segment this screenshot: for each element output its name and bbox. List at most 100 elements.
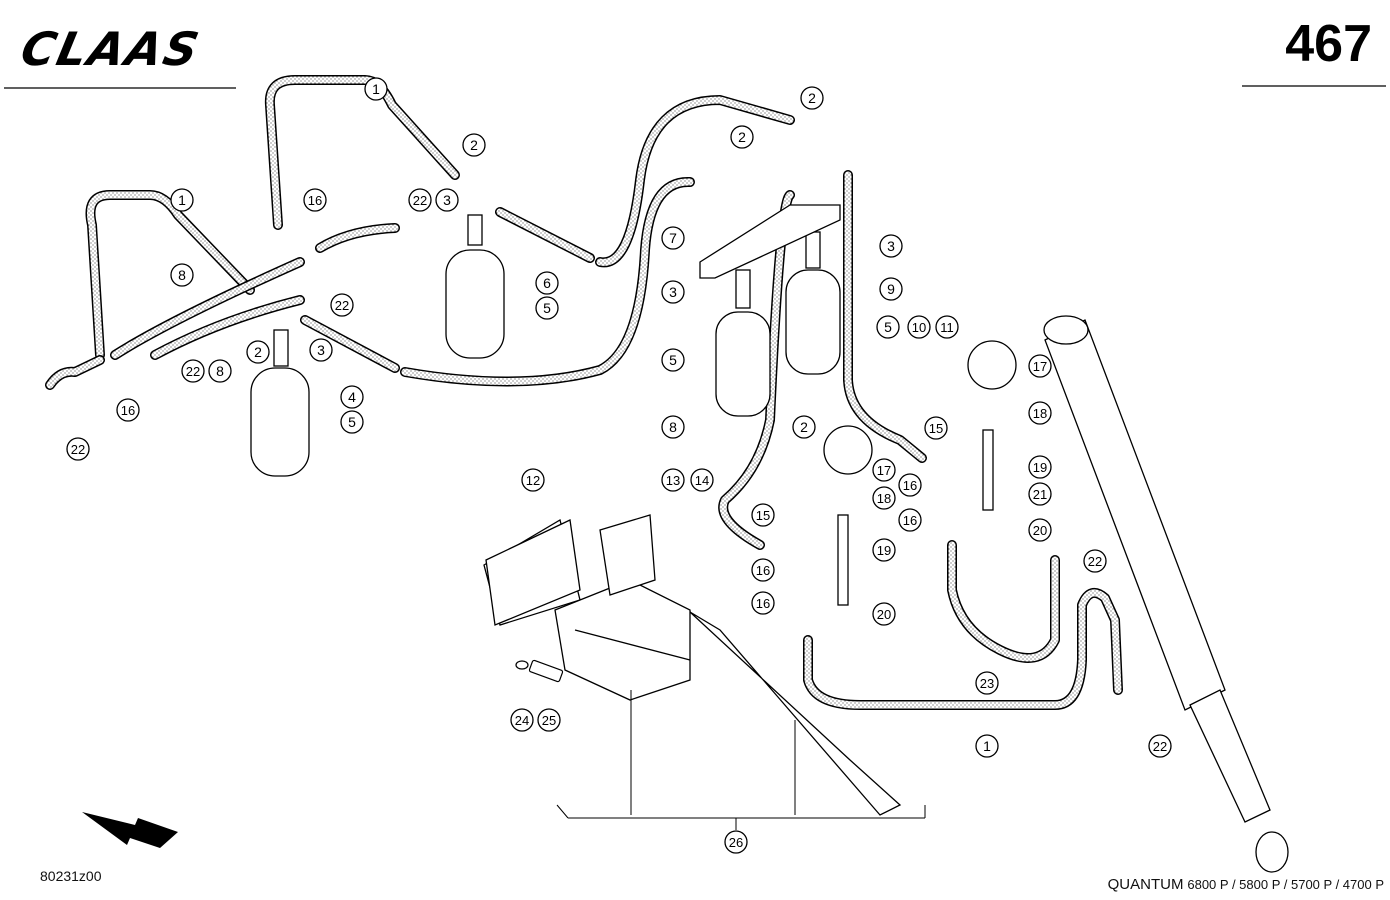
callout-label: 3 — [669, 284, 677, 300]
pressure-gauges — [823, 340, 1017, 475]
callout-16: 16 — [303, 188, 327, 212]
callout-2: 2 — [246, 340, 270, 364]
callout-19: 19 — [1028, 455, 1052, 479]
callout-label: 8 — [178, 267, 186, 283]
callout-circle — [872, 538, 896, 562]
callout-2: 2 — [800, 86, 824, 110]
callout-label: 5 — [348, 414, 356, 430]
callout-20: 20 — [1028, 518, 1052, 542]
callout-circle — [1083, 549, 1107, 573]
callout-label: 16 — [756, 563, 770, 578]
callout-label: 22 — [1088, 554, 1102, 569]
callout-label: 22 — [186, 364, 200, 379]
callout-label: 8 — [669, 419, 677, 435]
callout-label: 6 — [543, 275, 551, 291]
page-number: 467 — [1285, 15, 1372, 73]
callout-circle — [879, 234, 903, 258]
callout-8: 8 — [661, 415, 685, 439]
callout-label: 4 — [348, 389, 356, 405]
callout-label: 15 — [756, 508, 770, 523]
callout-label: 26 — [729, 835, 743, 850]
callout-label: 14 — [695, 473, 709, 488]
callout-circle — [661, 468, 685, 492]
callout-16: 16 — [751, 591, 775, 615]
bracket — [699, 204, 841, 279]
callout-circle — [661, 280, 685, 304]
callout-4: 4 — [340, 385, 364, 409]
callout-circle — [1028, 482, 1052, 506]
callout-20: 20 — [872, 602, 896, 626]
callout-22: 22 — [1083, 549, 1107, 573]
callout-18: 18 — [1028, 401, 1052, 425]
callout-label: 11 — [940, 320, 954, 335]
callout-3: 3 — [879, 234, 903, 258]
callout-circle — [661, 226, 685, 250]
callout-label: 16 — [308, 193, 322, 208]
callout-15: 15 — [924, 416, 948, 440]
callout-2: 2 — [792, 415, 816, 439]
callout-1: 1 — [975, 734, 999, 758]
callout-circle — [408, 188, 432, 212]
callout-circle — [751, 503, 775, 527]
callout-3: 3 — [309, 338, 333, 362]
callout-label: 20 — [1033, 523, 1047, 538]
callout-5: 5 — [340, 410, 364, 434]
hydraulic-cylinder — [1043, 315, 1289, 873]
callout-15: 15 — [751, 503, 775, 527]
callout-12: 12 — [521, 468, 545, 492]
callout-circle — [1028, 455, 1052, 479]
callout-label: 15 — [929, 421, 943, 436]
callout-circle — [535, 271, 559, 295]
model-line: QUANTUM 6800 P / 5800 P / 5700 P / 4700 … — [1108, 876, 1384, 893]
callout-circle — [340, 410, 364, 434]
callout-circle — [537, 708, 561, 732]
callout-label: 2 — [254, 344, 262, 360]
callout-label: 17 — [877, 463, 891, 478]
model-name: QUANTUM — [1107, 876, 1184, 893]
callout-label: 1 — [983, 738, 991, 754]
callout-22: 22 — [408, 188, 432, 212]
callout-5: 5 — [535, 296, 559, 320]
callout-circle — [872, 458, 896, 482]
callout-8: 8 — [170, 263, 194, 287]
callout-circle — [1028, 401, 1052, 425]
callout-label: 5 — [884, 319, 892, 335]
callout-3: 3 — [435, 188, 459, 212]
callout-label: 7 — [669, 230, 677, 246]
callout-21: 21 — [1028, 482, 1052, 506]
callout-5: 5 — [876, 315, 900, 339]
callout-circle — [303, 188, 327, 212]
callout-circle — [751, 591, 775, 615]
callout-circle — [872, 602, 896, 626]
callout-circle — [309, 338, 333, 362]
callout-1: 1 — [364, 77, 388, 101]
callout-label: 25 — [542, 713, 556, 728]
callout-circle — [1148, 734, 1172, 758]
callout-label: 2 — [470, 137, 478, 153]
callout-6: 6 — [535, 271, 559, 295]
model-variant-3: 5700 P — [1290, 877, 1332, 892]
rigid-pipes — [837, 429, 994, 606]
callout-label: 2 — [738, 129, 746, 145]
model-sep-1: / — [1228, 877, 1240, 892]
callout-circle — [510, 708, 534, 732]
callout-label: 2 — [800, 419, 808, 435]
callout-label: 22 — [1153, 739, 1167, 754]
callout-9: 9 — [879, 277, 903, 301]
callout-label: 16 — [903, 513, 917, 528]
callout-16: 16 — [751, 558, 775, 582]
callout-label: 13 — [666, 473, 680, 488]
callout-13: 13 — [661, 468, 685, 492]
callout-11: 11 — [935, 315, 959, 339]
callout-18: 18 — [872, 486, 896, 510]
callout-2: 2 — [462, 133, 486, 157]
drawing-number: 80231z00 — [40, 868, 102, 884]
callout-16: 16 — [116, 398, 140, 422]
callout-label: 1 — [178, 192, 186, 208]
callout-circle — [116, 398, 140, 422]
callout-17: 17 — [872, 458, 896, 482]
callout-circle — [1028, 518, 1052, 542]
callout-3: 3 — [661, 280, 685, 304]
callout-circle — [724, 830, 748, 854]
callout-circle — [907, 315, 931, 339]
